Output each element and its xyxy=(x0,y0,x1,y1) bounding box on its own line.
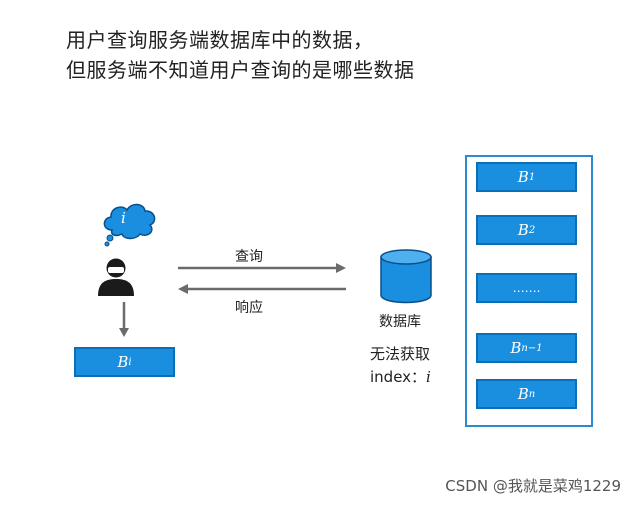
record-ellipsis: ……. xyxy=(476,273,577,303)
result-sub: i xyxy=(128,356,132,368)
title-line-2: 但服务端不知道用户查询的是哪些数据 xyxy=(66,58,415,82)
query-arrow xyxy=(178,263,346,273)
record-bn-1-sub: n−1 xyxy=(521,342,543,354)
thought-bubble-icon xyxy=(103,203,156,247)
record-ellipsis-text: ……. xyxy=(512,281,541,295)
record-bn-sub: n xyxy=(528,388,536,400)
thought-variable: i xyxy=(121,209,126,227)
response-arrow xyxy=(178,284,346,294)
database-note-variable: i xyxy=(426,368,431,386)
database-note-index: index： xyxy=(370,368,427,386)
title-line-1: 用户查询服务端数据库中的数据， xyxy=(66,28,374,52)
record-b1-base: B xyxy=(517,168,529,186)
user-icon xyxy=(98,258,134,296)
database-note-line1: 无法获取 xyxy=(370,345,431,363)
database-label: 数据库 xyxy=(379,314,421,330)
record-b2-sub: 2 xyxy=(528,224,536,236)
response-label: 响应 xyxy=(235,300,263,316)
watermark: CSDN @我就是菜鸡1229 xyxy=(445,477,621,495)
record-b2-base: B xyxy=(517,221,529,239)
record-b1-sub: 1 xyxy=(528,171,536,183)
database-records-frame xyxy=(465,155,593,427)
record-bn-1-base: B xyxy=(510,339,522,357)
record-bn-base: B xyxy=(517,385,529,403)
database-note-line2: index：i xyxy=(370,366,431,387)
down-arrow xyxy=(119,302,129,337)
database-icon xyxy=(380,249,432,304)
query-label: 查询 xyxy=(235,249,263,265)
result-base: B xyxy=(117,353,129,371)
